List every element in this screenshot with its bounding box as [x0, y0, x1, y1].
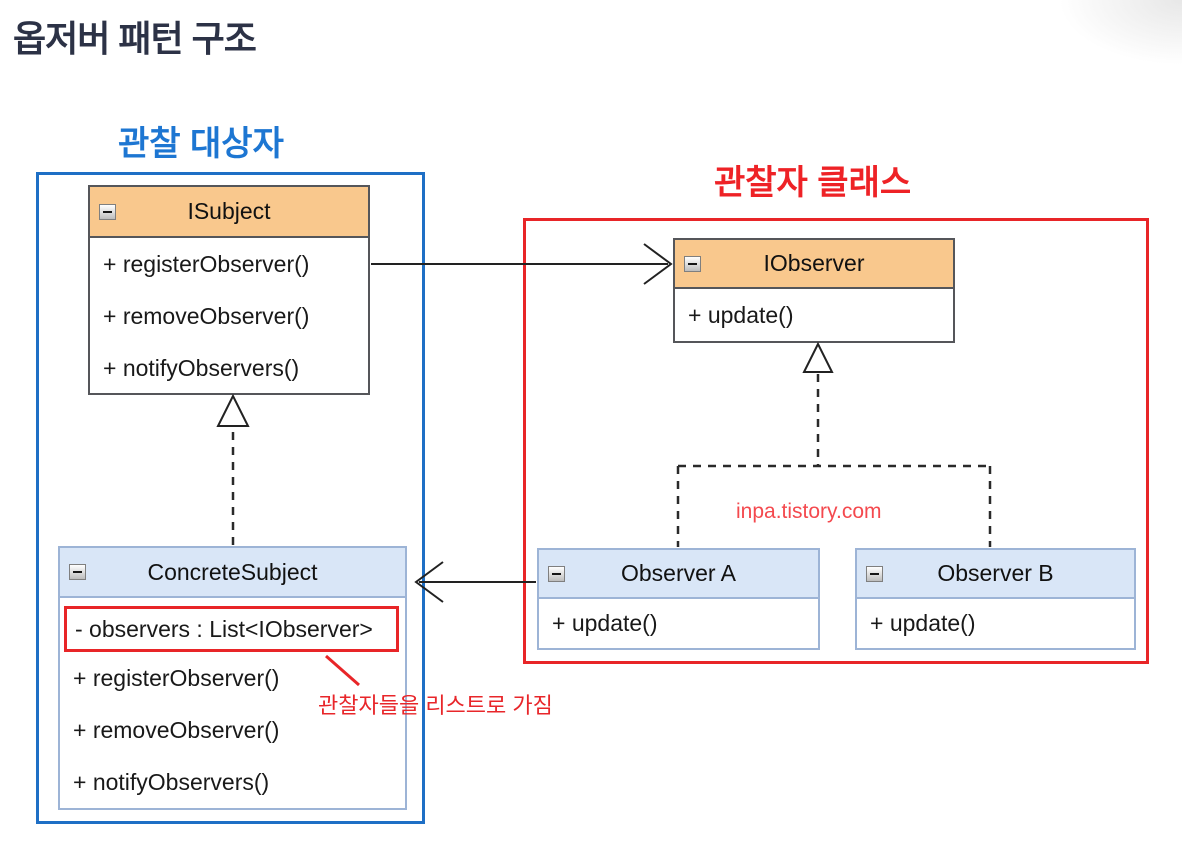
minus-icon — [548, 565, 565, 582]
method-row: + notifyObservers() — [103, 355, 300, 382]
subject-group-box — [36, 172, 425, 824]
class-observer-b-header: Observer B — [857, 550, 1134, 599]
minus-icon — [866, 565, 883, 582]
class-observer-a-header: Observer A — [539, 550, 818, 599]
method-row: + update() — [870, 610, 976, 636]
class-iobserver-body: + update() — [675, 289, 953, 341]
class-observer-b-body: + update() — [857, 599, 1134, 648]
method-row: + registerObserver() — [103, 250, 310, 277]
class-name: IObserver — [763, 250, 865, 276]
method-row: + removeObserver() — [73, 716, 280, 743]
observer-group-label: 관찰자 클래스 — [714, 164, 912, 202]
minus-icon — [684, 255, 701, 272]
class-observer-a: Observer A + update() — [537, 548, 820, 650]
class-concrete-subject: ConcreteSubject - observers : List<IObse… — [58, 546, 407, 810]
subject-group-label: 관찰 대상자 — [118, 125, 284, 163]
watermark-text: inpa.tistory.com — [736, 500, 882, 523]
method-row: + update() — [688, 301, 794, 328]
attribute-highlight-box: - observers : List<IObserver> — [64, 606, 399, 652]
class-concrete-subject-body: - observers : List<IObserver> + register… — [60, 598, 405, 808]
class-iobserver-header: IObserver — [675, 240, 953, 289]
class-name: ConcreteSubject — [147, 558, 318, 585]
method-row: + update() — [552, 610, 658, 636]
minus-icon — [69, 564, 86, 580]
observer-group-box — [523, 218, 1149, 664]
method-row: + registerObserver() — [73, 664, 280, 691]
attribute-row: - observers : List<IObserver> — [75, 615, 373, 642]
class-concrete-subject-header: ConcreteSubject — [60, 548, 405, 598]
class-isubject-body: + registerObserver() + removeObserver() … — [90, 238, 368, 395]
list-note-text: 관찰자들을 리스트로 가짐 — [318, 693, 553, 718]
class-name: Observer B — [937, 560, 1054, 586]
page-title: 옵저버 패턴 구조 — [13, 18, 257, 59]
class-name: ISubject — [187, 198, 271, 224]
class-iobserver: IObserver + update() — [673, 238, 955, 343]
class-observer-b: Observer B + update() — [855, 548, 1136, 650]
class-isubject-header: ISubject — [90, 187, 368, 238]
class-observer-a-body: + update() — [539, 599, 818, 648]
class-isubject: ISubject + registerObserver() + removeOb… — [88, 185, 370, 395]
corner-shadow — [1002, 0, 1182, 95]
method-row: + notifyObservers() — [73, 768, 270, 795]
minus-icon — [99, 203, 116, 220]
class-name: Observer A — [620, 560, 737, 586]
method-row: + removeObserver() — [103, 302, 310, 329]
